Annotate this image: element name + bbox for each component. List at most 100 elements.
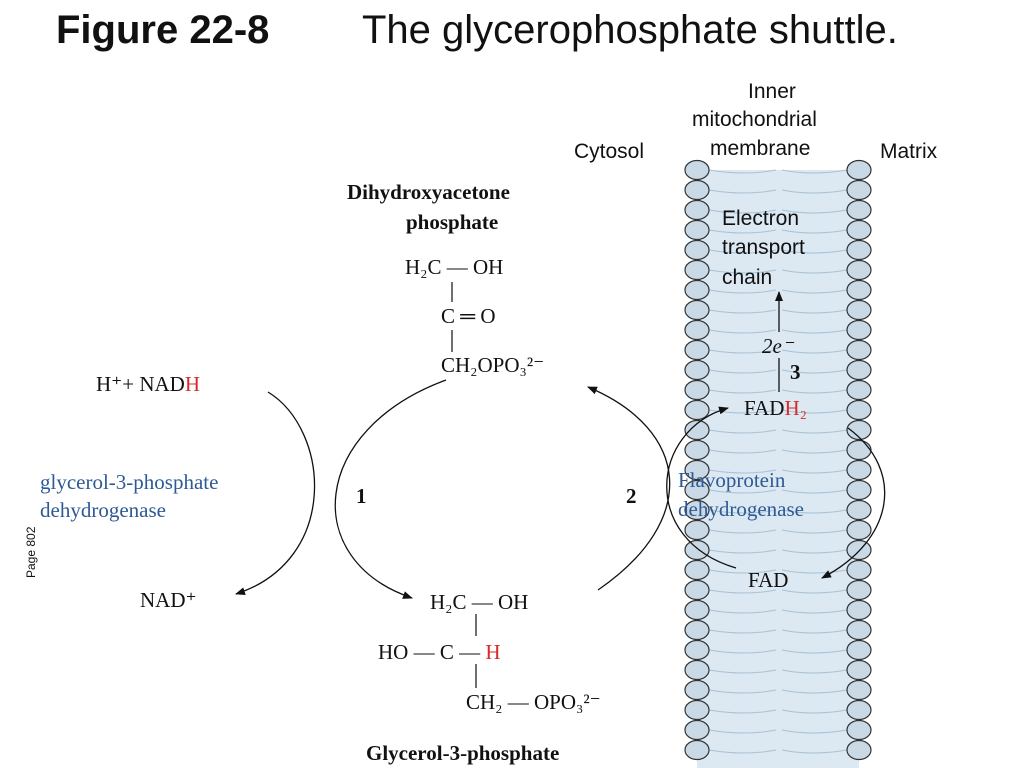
lipid-tail	[781, 369, 848, 374]
phospholipid-head	[846, 719, 872, 741]
cytosol-label: Cytosol	[574, 140, 645, 163]
matrix-label: Matrix	[880, 140, 938, 163]
phospholipid-head	[684, 479, 710, 501]
lipid-tail	[708, 249, 777, 254]
lipid-tail	[781, 389, 848, 394]
lipid-tail	[781, 209, 848, 214]
phospholipid-head	[684, 179, 710, 201]
lipid-tail	[708, 749, 777, 754]
fad-label: FAD	[748, 568, 789, 592]
inner-membrane	[684, 159, 872, 768]
phospholipid-head	[684, 419, 710, 441]
figure-caption: The glycerophosphate shuttle.	[362, 8, 898, 52]
phospholipid-head	[846, 579, 872, 601]
phospholipid-head	[684, 339, 710, 361]
phospholipid-head	[846, 259, 872, 281]
phospholipid-head	[684, 199, 710, 221]
lipid-tail	[708, 389, 777, 394]
lipid-tail	[708, 449, 777, 454]
etc-label-line3: chain	[722, 266, 773, 289]
lipid-tail	[708, 349, 777, 354]
lipid-tail	[708, 589, 777, 594]
lipid-tail	[781, 749, 848, 754]
arrow-nadh-to-nad	[235, 391, 316, 595]
dhap-structure-row3: CH₂OPO₃²⁻	[441, 353, 545, 377]
phospholipid-head	[846, 339, 872, 361]
lipid-tail	[781, 409, 848, 414]
phospholipid-head	[846, 179, 872, 201]
lipid-tail	[781, 429, 848, 434]
phospholipid-head	[846, 239, 872, 261]
step-2-label: 2	[626, 484, 637, 508]
phospholipid-head	[684, 259, 710, 281]
lipid-tails	[708, 169, 848, 754]
etc-label-line1: Electron	[722, 207, 800, 230]
phospholipid-head	[846, 279, 872, 301]
phospholipid-head	[846, 599, 872, 621]
step-3-label: 3	[790, 360, 801, 384]
phospholipid-head	[684, 719, 710, 741]
lipid-tail	[781, 329, 848, 334]
phospholipid-head	[684, 679, 710, 701]
lipid-tail	[708, 649, 777, 654]
electrons-label: 2e⁻	[762, 334, 793, 358]
dhap-name-line1: Dihydroxyacetone	[347, 180, 510, 204]
phospholipid-heads-cytosol-side	[684, 159, 710, 761]
lipid-tail	[708, 309, 777, 314]
lipid-tail	[781, 269, 848, 274]
phospholipid-head	[846, 219, 872, 241]
phospholipid-head	[846, 739, 872, 761]
phospholipid-head	[684, 319, 710, 341]
lipid-tail	[781, 169, 848, 174]
phospholipid-head	[846, 419, 872, 441]
phospholipid-head	[684, 439, 710, 461]
fadh2-label: FADH₂	[744, 396, 807, 420]
nadh-label: H⁺+ NADH	[96, 372, 200, 396]
lipid-tail	[708, 209, 777, 214]
phospholipid-head	[846, 499, 872, 521]
g3p-structure-row1: H₂C — OH	[430, 590, 529, 614]
phospholipid-head	[846, 159, 872, 181]
lipid-tail	[781, 729, 848, 734]
flavo-label-line2: dehydrogenase	[678, 497, 804, 521]
etc-label-line2: transport	[722, 236, 805, 259]
lipid-tail	[781, 529, 848, 534]
phospholipid-head	[684, 619, 710, 641]
g3pdh-label-line2: dehydrogenase	[40, 498, 166, 522]
lipid-tail	[781, 709, 848, 714]
phospholipid-head	[684, 539, 710, 561]
phospholipid-head	[846, 679, 872, 701]
phospholipid-head	[684, 499, 710, 521]
phospholipid-head	[846, 539, 872, 561]
lipid-tail	[708, 689, 777, 694]
phospholipid-head	[684, 459, 710, 481]
lipid-tail	[781, 609, 848, 614]
phospholipid-head	[846, 479, 872, 501]
lipid-tail	[781, 309, 848, 314]
lipid-tail	[781, 669, 848, 674]
phospholipid-head	[846, 399, 872, 421]
arrow-dhap-to-g3p	[334, 379, 447, 599]
phospholipid-head	[684, 359, 710, 381]
arrow-g3p-to-dhap	[587, 386, 671, 591]
lipid-tail	[781, 589, 848, 594]
lipid-tail	[781, 549, 848, 554]
phospholipid-head	[846, 199, 872, 221]
lipid-tail	[781, 469, 848, 474]
lipid-tail	[708, 289, 777, 294]
phospholipid-head	[846, 699, 872, 721]
g3p-structure-row2: HO — C — H	[378, 640, 501, 664]
g3p-row2-hydrogen: H	[485, 640, 501, 664]
phospholipid-head	[684, 239, 710, 261]
phospholipid-head	[846, 639, 872, 661]
lipid-tail	[781, 189, 848, 194]
lipid-tail	[708, 429, 777, 434]
phospholipid-head	[846, 359, 872, 381]
phospholipid-head	[846, 379, 872, 401]
phospholipid-head	[684, 579, 710, 601]
phospholipid-head	[846, 559, 872, 581]
lipid-tail	[708, 549, 777, 554]
lipid-tail	[781, 289, 848, 294]
lipid-tail	[708, 729, 777, 734]
lipid-tail	[781, 649, 848, 654]
